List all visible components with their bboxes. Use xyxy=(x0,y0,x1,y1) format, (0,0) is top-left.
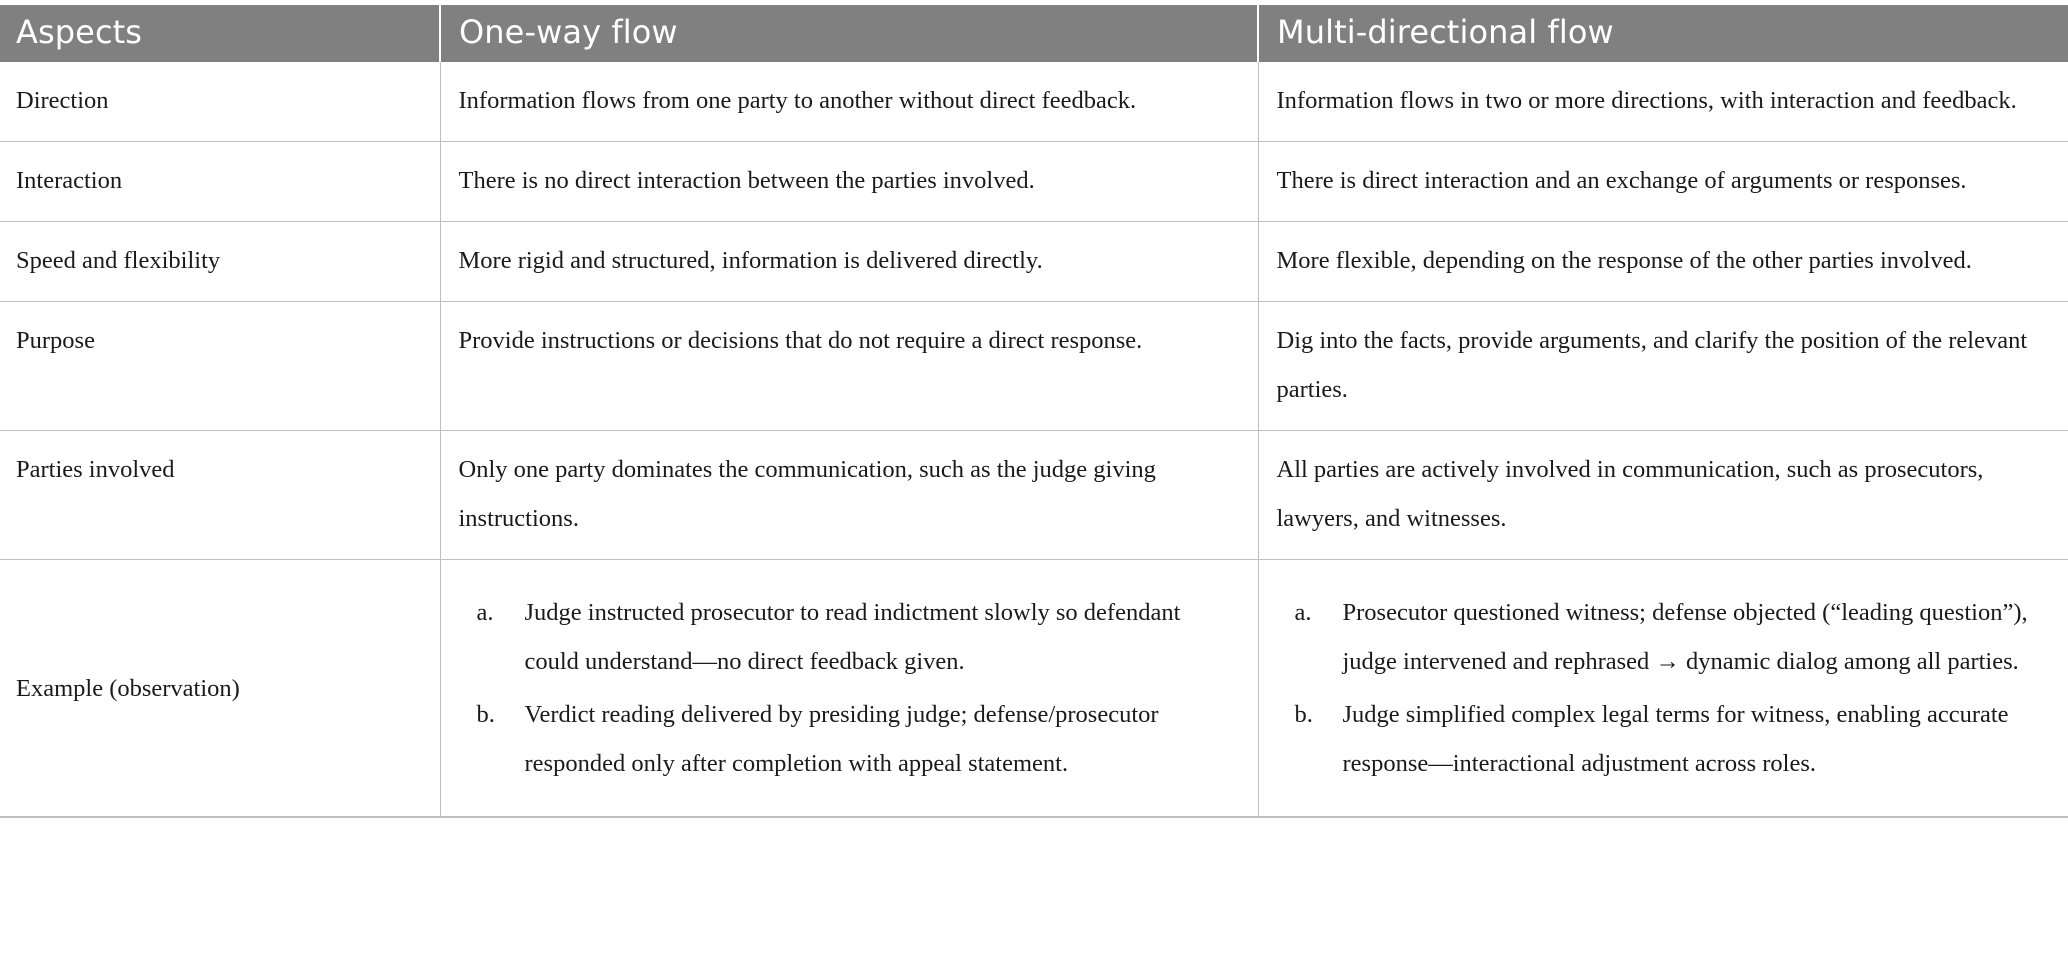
cell-direction-one-way: Information flows from one party to anot… xyxy=(440,62,1259,143)
cell-parties-one-way: Only one party dominates the communicati… xyxy=(440,430,1259,561)
table-row: Example (observation) Judge instructed p… xyxy=(0,559,2068,819)
row-label-example-observation: Example (observation) xyxy=(0,559,441,819)
cell-speed-multi: More flexible, depending on the response… xyxy=(1258,221,2068,303)
row-label-direction: Direction xyxy=(0,62,441,143)
cell-purpose-one-way: Provide instructions or decisions that d… xyxy=(440,301,1259,432)
list-item: Prosecutor questioned witness; defense o… xyxy=(1295,588,2028,676)
list-item: Judge simplified complex legal terms for… xyxy=(1295,690,2009,778)
cell-purpose-multi: Dig into the facts, provide arguments, a… xyxy=(1258,301,2068,432)
table-body: Direction Information flows from one par… xyxy=(0,62,2068,819)
table-header: Aspects One-way flow Multi-directional f… xyxy=(0,5,2068,63)
example-list-one-way: Judge instructed prosecutor to read indi… xyxy=(459,588,1232,788)
row-label-purpose: Purpose xyxy=(0,301,441,432)
cell-example-one-way: Judge instructed prosecutor to read indi… xyxy=(440,559,1259,819)
column-header-multi-directional-flow: Multi-directional flow xyxy=(1257,5,2068,63)
cell-speed-one-way: More rigid and structured, information i… xyxy=(440,221,1259,303)
table-row: Parties involved Only one party dominate… xyxy=(0,430,2068,561)
column-header-aspects: Aspects xyxy=(0,5,440,63)
table-row: Direction Information flows from one par… xyxy=(0,62,2068,143)
cell-interaction-one-way: There is no direct interaction between t… xyxy=(440,141,1259,223)
cell-direction-multi: Information flows in two or more directi… xyxy=(1258,62,2068,143)
column-header-one-way-flow: One-way flow xyxy=(439,5,1258,63)
table-row: Speed and flexibility More rigid and str… xyxy=(0,221,2068,303)
example-list-multi: Prosecutor questioned witness; defense o… xyxy=(1277,588,2043,788)
row-label-parties-involved: Parties involved xyxy=(0,430,441,561)
cell-parties-multi: All parties are actively involved in com… xyxy=(1258,430,2068,561)
table-row: Interaction There is no direct interacti… xyxy=(0,141,2068,223)
list-item: Judge instructed prosecutor to read indi… xyxy=(477,588,1181,676)
table-row: Purpose Provide instructions or decision… xyxy=(0,301,2068,432)
cell-interaction-multi: There is direct interaction and an excha… xyxy=(1258,141,2068,223)
list-item: Verdict reading delivered by presiding j… xyxy=(477,690,1159,778)
cell-example-multi: Prosecutor questioned witness; defense o… xyxy=(1258,559,2068,819)
row-label-speed-and-flexibility: Speed and flexibility xyxy=(0,221,441,303)
comparison-table: Aspects One-way flow Multi-directional f… xyxy=(0,5,2068,819)
row-label-interaction: Interaction xyxy=(0,141,441,223)
table-header-row: Aspects One-way flow Multi-directional f… xyxy=(0,5,2068,63)
